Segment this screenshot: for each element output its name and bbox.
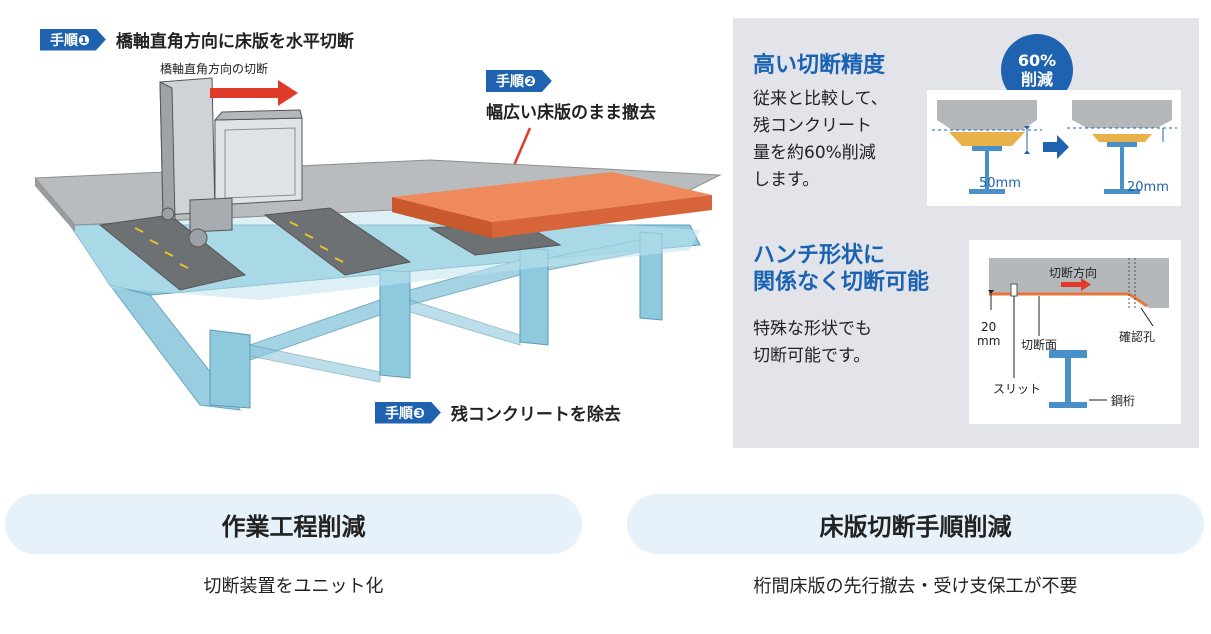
benefit-desc-2: 桁間床版の先行撤去・受け支保工が不要	[753, 576, 1078, 597]
step3-tag: 手順❸	[375, 402, 441, 424]
step1-tag: 手順❶	[40, 29, 106, 51]
step1-heading: 手順❶ 橋軸直角方向に床版を水平切断	[40, 27, 354, 52]
before-dimension: 50mm	[979, 176, 1021, 191]
slit-label: スリット	[993, 382, 1042, 396]
step2-pointer	[510, 127, 532, 171]
benefit-title-2: 床版切断手順削減	[627, 494, 1204, 554]
cut-face-label: 切断面	[1021, 338, 1058, 352]
benefit-title-1: 作業工程削減	[5, 494, 582, 554]
step1-sublabel: 橋軸直角方向の切断	[160, 62, 269, 76]
step2-tag: 手順❷	[486, 70, 552, 92]
lifted-slab	[392, 172, 712, 238]
cut-direction-arrow	[210, 80, 298, 106]
after-dimension: 20mm	[1127, 180, 1169, 195]
check-hole-label: 確認孔	[1119, 330, 1156, 344]
feature-panel: 高い切断精度 従来と比較して、 残コンクリート 量を約60%削減 します。 60…	[733, 18, 1199, 448]
precision-diagram: 50mm 20mm	[927, 90, 1181, 206]
step3-heading: 手順❸ 残コンクリートを除去	[375, 400, 621, 425]
precision-body: 従来と比較して、 残コンクリート 量を約60%削減 します。	[753, 89, 888, 190]
precision-title: 高い切断精度	[753, 53, 886, 78]
haunch-body: 特殊な形状でも 切断可能です。	[753, 319, 872, 366]
step3-text: 残コンクリートを除去	[450, 405, 621, 425]
step2-heading: 手順❷ 幅広い床版のまま撤去	[486, 70, 656, 123]
benefit-desc-1: 切断装置をユニット化	[203, 576, 384, 597]
step1-text: 橋軸直角方向に床版を水平切断	[115, 32, 354, 52]
bridge-illustration	[33, 77, 722, 411]
direction-label: 切断方向	[1049, 266, 1098, 280]
step2-text: 幅広い床版のまま撤去	[486, 103, 656, 123]
cutting-machine	[159, 77, 303, 248]
haunch-title: ハンチ形状に 関係なく切断可能	[753, 243, 930, 295]
girder-label: 鋼桁	[1111, 394, 1136, 408]
